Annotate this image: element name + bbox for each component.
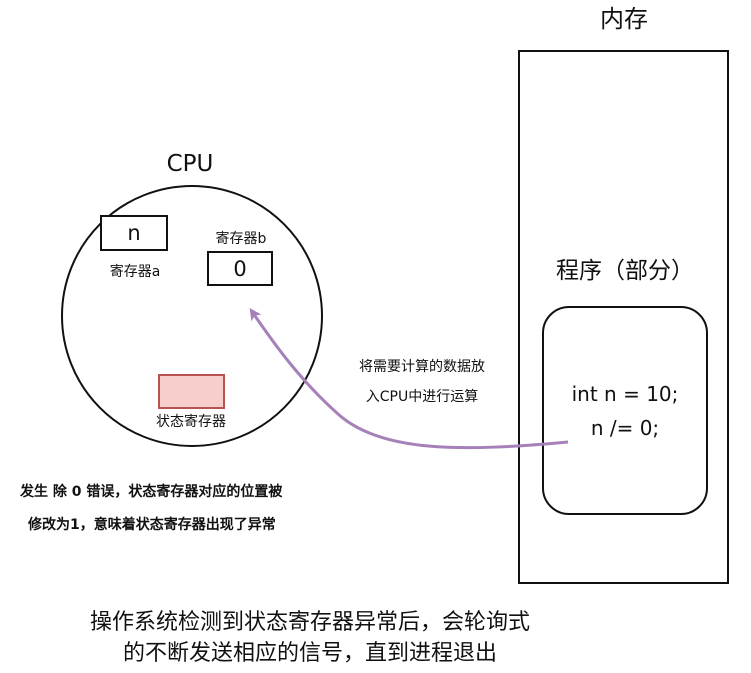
os-note-line-1: 操作系统检测到状态寄存器异常后，会轮询式 (89, 610, 530, 635)
cpu-title: CPU (166, 151, 214, 177)
error-note-line-1: 发生 除 0 错误，状态寄存器对应的位置被 (20, 484, 283, 500)
register-a-box (100, 215, 168, 251)
program-box (542, 306, 708, 515)
register-b-box (207, 251, 273, 286)
register-a-label: 寄存器a (109, 264, 161, 280)
code-line-2: n /= 0; (590, 416, 660, 440)
data-flow-arrow (249, 308, 569, 450)
arrow-label-line-1: 将需要计算的数据放 (359, 359, 485, 375)
error-note-line-2: 修改为1，意味着状态寄存器出现了异常 (28, 517, 276, 533)
status-register-box (158, 374, 225, 409)
register-b-label: 寄存器b (215, 231, 267, 247)
status-register-label: 状态寄存器 (156, 414, 226, 430)
register-b-value: 0 (233, 257, 247, 281)
code-line-1: int n = 10; (571, 382, 679, 406)
program-title: 程序（部分） (556, 258, 694, 284)
arrow-label-line-2: 入CPU中进行运算 (365, 389, 479, 405)
register-a-value: n (127, 221, 141, 245)
memory-title: 内存 (600, 5, 648, 33)
os-note-line-2: 的不断发送相应的信号，直到进程退出 (122, 641, 497, 666)
